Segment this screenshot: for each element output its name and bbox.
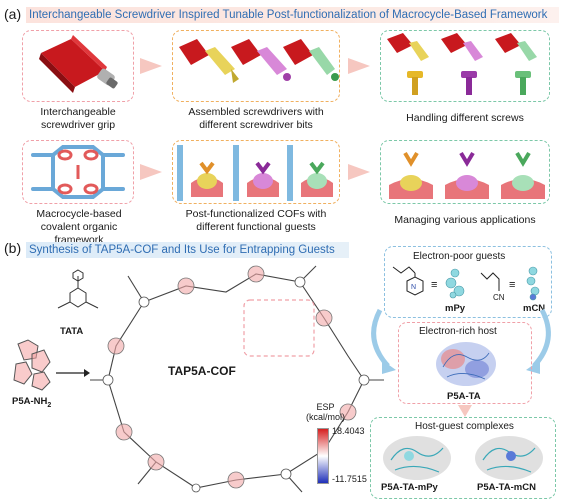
assembled-screwdrivers-illustration [179,39,339,83]
p5a-label: P5A-NH2 [12,396,52,409]
electron-rich-box: Electron-rich host P5A-TA [398,322,532,404]
down-arrow [458,405,472,417]
mpy-label: mPy [445,303,466,314]
cof-framework [90,265,384,493]
esp-min: -11.7515 [332,474,367,484]
mcn-model [526,266,540,301]
postfunc-box [172,140,340,204]
grip-box [22,30,134,102]
eq-mpy: ≡ [431,279,438,291]
complex-mcn-model [475,436,543,480]
tata-label: TATA [60,326,84,337]
esp-max: 18.4043 [332,426,365,436]
p5a-molecule [13,339,51,391]
synthesis-arrow [56,369,90,377]
caption-managing: Managing various applications [394,214,536,226]
arrow-a2 [348,58,370,74]
complex-mpy-label: P5A-TA-mPy [381,482,438,493]
postfunc-cofs-illustration [177,145,333,201]
arrow-a4 [348,164,370,180]
arrow-a1 [140,58,162,74]
mpy-structure: N [392,266,424,296]
handling-box [380,30,550,102]
tata-molecule [57,269,99,309]
host-guest-box: Host-guest complexes P5A-TA-mPy P5A-TA-m… [370,417,556,499]
assembled-box [172,30,340,102]
arrow-a3 [140,164,162,180]
esp-colorbar [317,428,329,484]
cof-label: TAP5A-COF [168,364,236,378]
panel-a-title: Interchangeable Screwdriver Inspired Tun… [26,7,559,23]
electron-poor-label: Electron-poor guests [413,251,506,262]
mcn-label: mCN [523,303,546,314]
screwdriver-grip-illustration [39,35,118,93]
caption-handling: Handling different screws [406,112,524,124]
electron-poor-box: Electron-poor guests N ≡ mPy CN ≡ mCN [384,246,552,318]
mcn-cn: CN [493,293,505,302]
panel-a-label: (a) [4,6,22,22]
macrocycle-framework-illustration [31,145,125,199]
handling-screws-illustration [387,33,537,95]
caption-assembled: Assembled screwdrivers with different sc… [188,106,324,131]
eq-mcn: ≡ [509,279,516,291]
macrocycle-box [22,140,134,204]
mpy-model [445,268,465,299]
mcn-structure [480,272,500,291]
applications-illustration [389,151,545,199]
svg-text:N: N [411,284,416,291]
panel-b-label: (b) [4,240,22,256]
complex-mpy-model [383,436,451,480]
electron-rich-label: Electron-rich host [419,326,497,337]
panel-b-title: Synthesis of TAP5A-COF and Its Use for E… [26,242,349,258]
p5a-ta-label: P5A-TA [447,391,481,402]
host-guest-label: Host-guest complexes [415,421,514,432]
caption-postfunc: Post-functionalized COFs with different … [185,208,327,233]
esp-title: ESP (kcal/mol) [306,402,346,422]
blue-arrows [371,308,551,374]
managing-box [380,140,550,204]
p5a-ta-model [436,342,496,386]
complex-mcn-label: P5A-TA-mCN [477,482,536,493]
caption-grip: Interchangeable screwdriver grip [40,106,116,131]
